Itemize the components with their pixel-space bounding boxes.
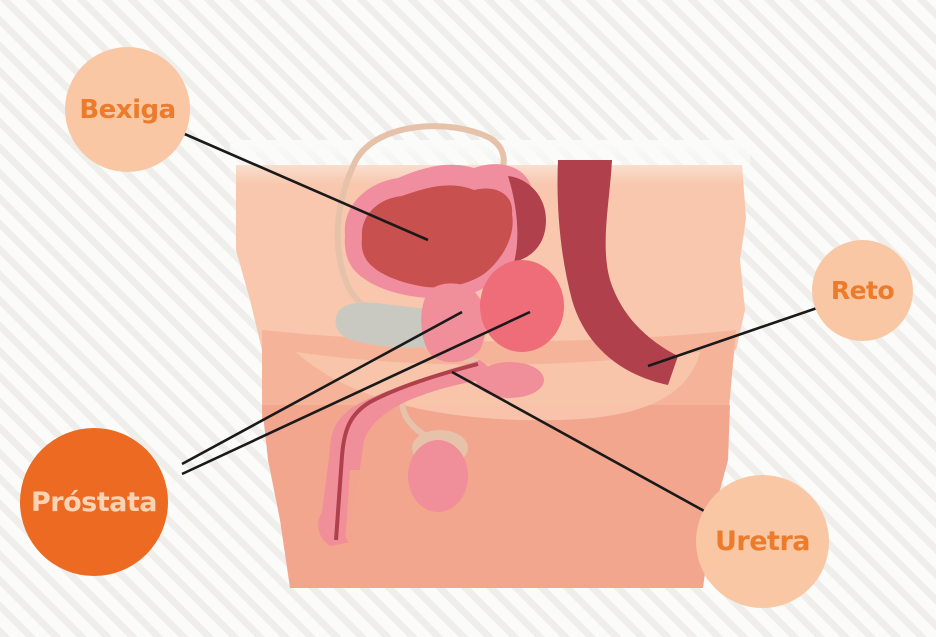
label-bubble-urethra: Uretra [696, 475, 829, 608]
label-bubble-bladder: Bexiga [65, 47, 190, 172]
label-prostate: Próstata [31, 487, 157, 518]
label-bladder: Bexiga [79, 95, 175, 125]
testis [408, 430, 468, 512]
label-bubble-prostate: Próstata [20, 428, 168, 576]
label-bubble-rectum: Reto [812, 240, 913, 341]
label-rectum: Reto [831, 276, 894, 305]
label-urethra: Uretra [715, 526, 810, 557]
